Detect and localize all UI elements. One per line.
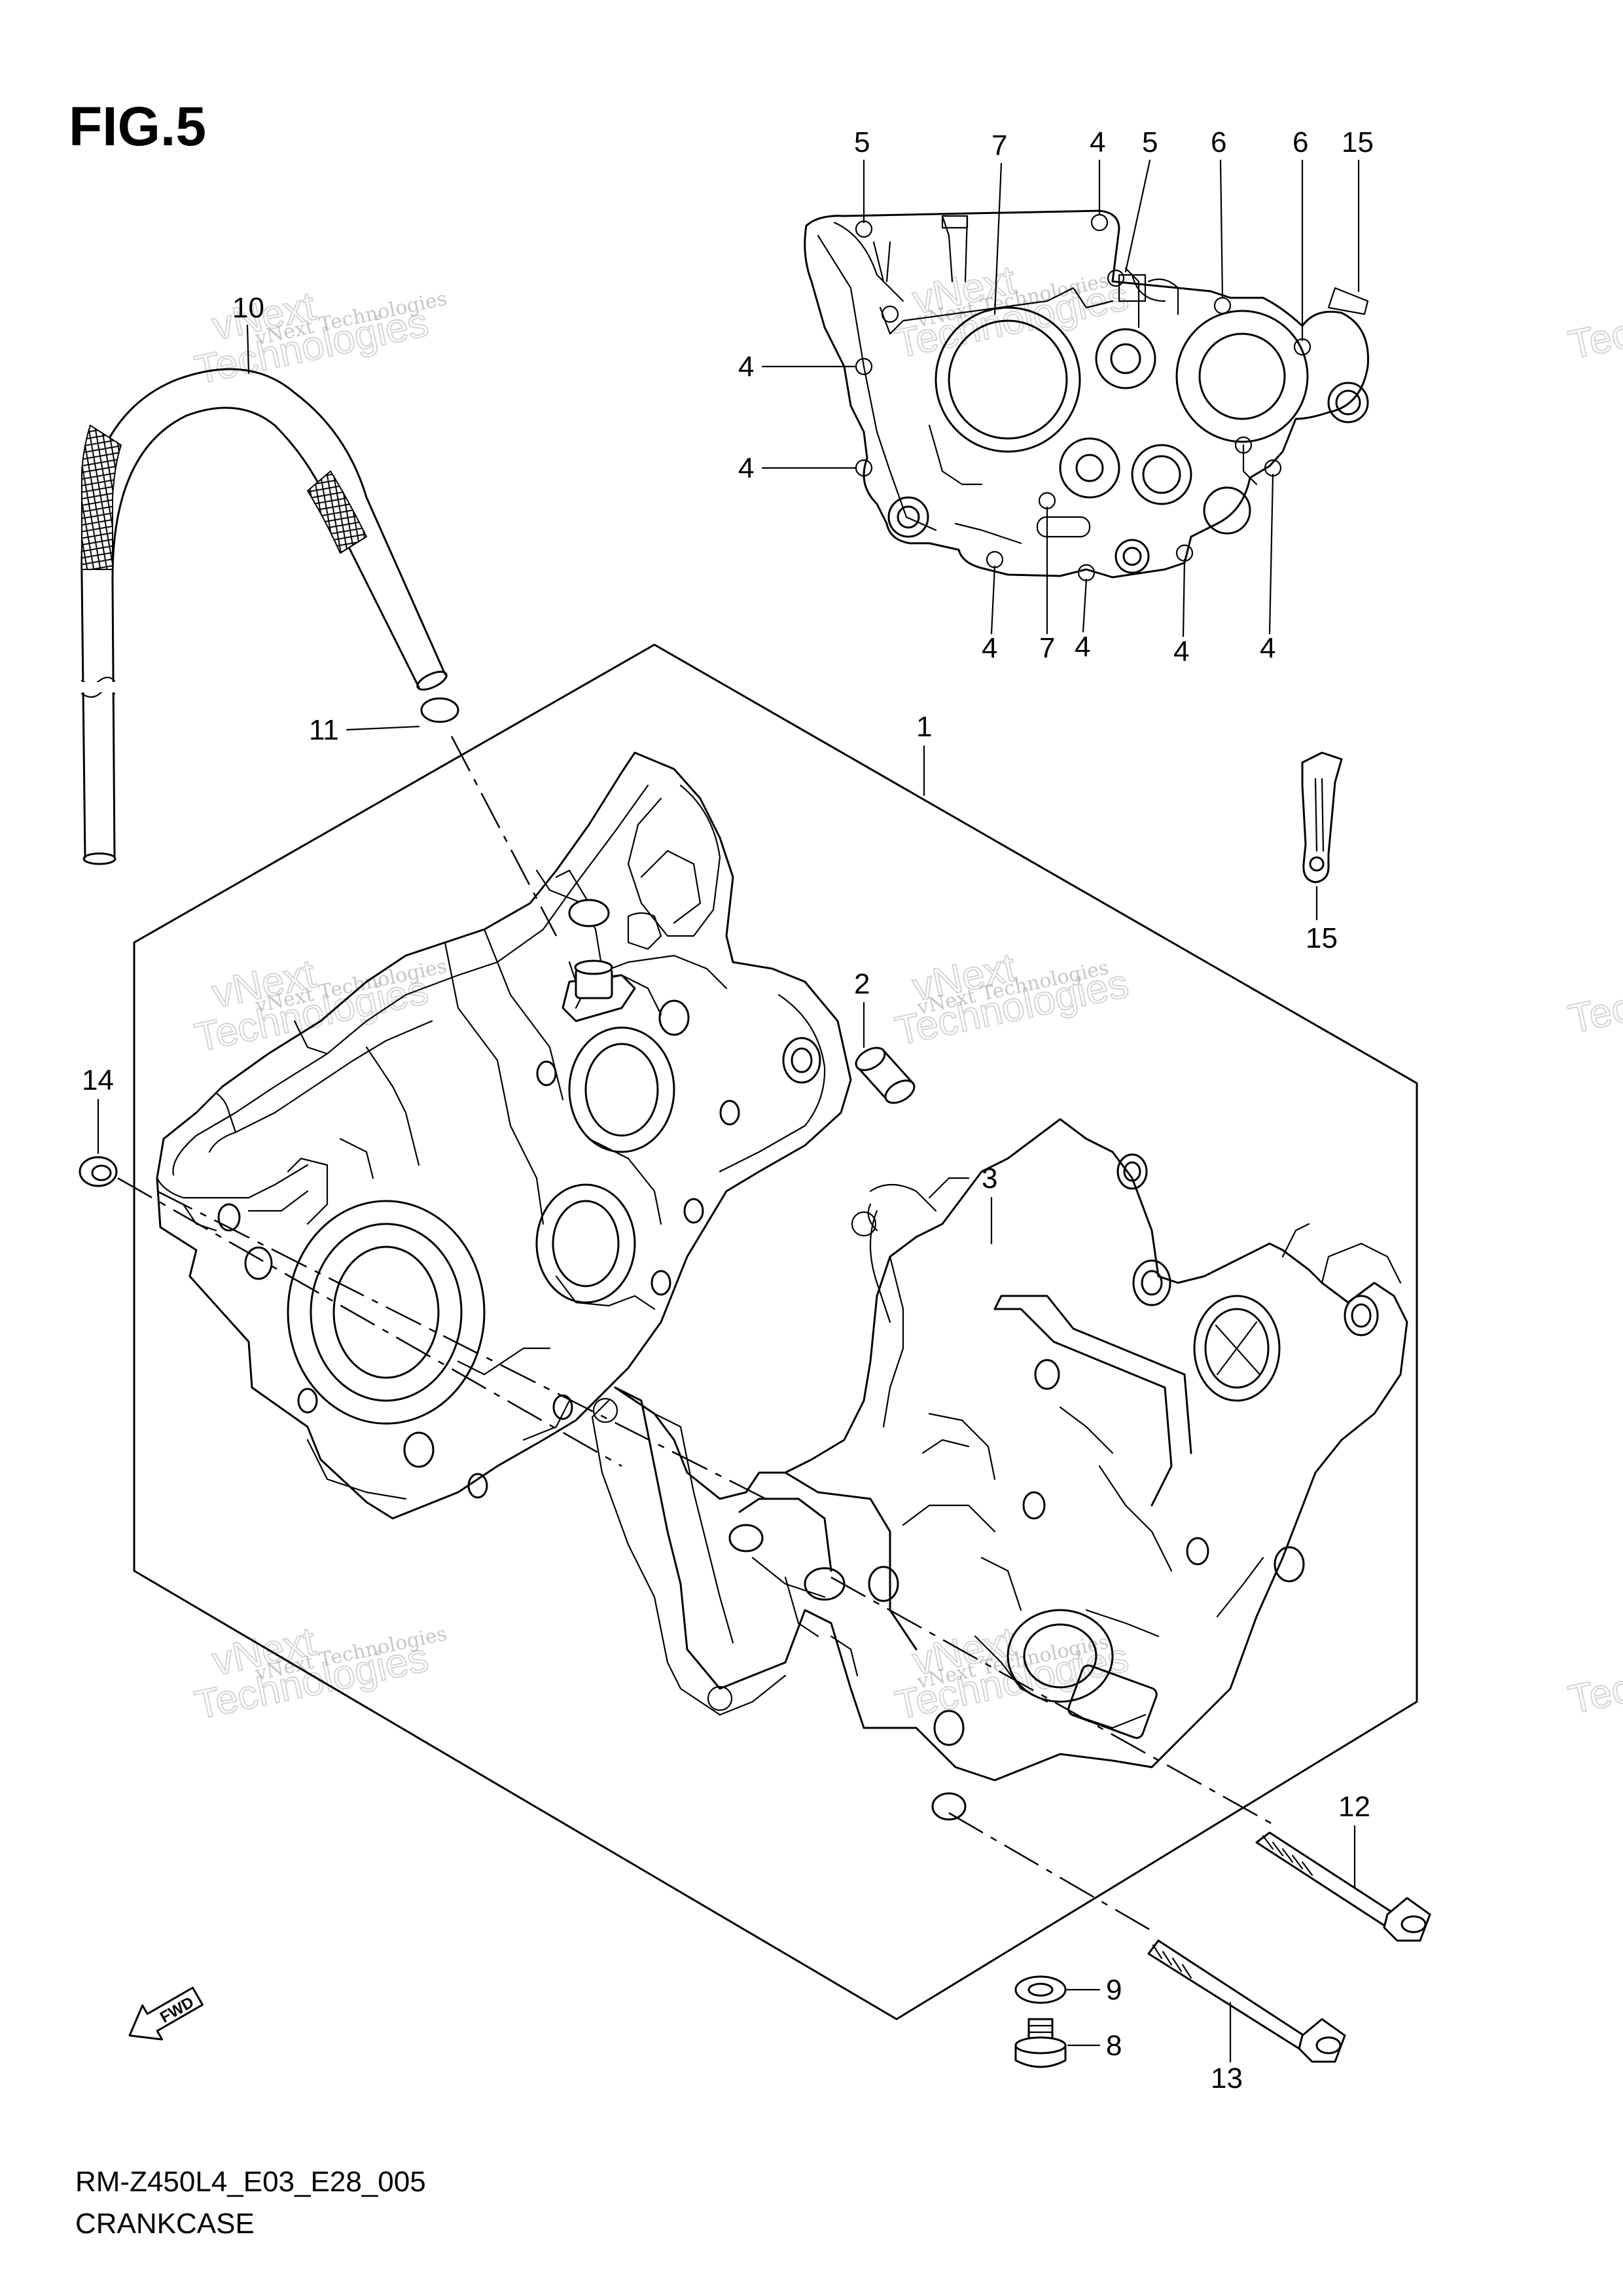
gasket-outline-view [804, 209, 1369, 582]
callout-label: 13 [1211, 2062, 1243, 2094]
callout-label: 4 [1090, 126, 1105, 158]
watermark: vNext Technologies vNext Technologies [190, 283, 449, 393]
bolt-short [1147, 1939, 1346, 2063]
figure-title: FIG.5 [69, 96, 206, 157]
callout-label: 7 [1039, 632, 1055, 664]
watermark-group: vNext Technologies vNext Technologies vN… [190, 257, 1623, 1729]
gasket-callouts: 5 7 4 5 6 6 15 4 4 4 7 4 4 4 [738, 126, 1374, 668]
hose-clip [420, 697, 459, 723]
callout-label: 4 [1075, 631, 1090, 663]
plug [79, 1156, 118, 1187]
callout-label: 4 [982, 632, 997, 664]
callout-label: 2 [854, 968, 870, 1000]
svg-text:Technologies: Technologies [1565, 949, 1623, 1043]
bracket [1301, 751, 1343, 884]
watermark: vNext Technologies vNext Technologies [891, 257, 1133, 367]
callout-label: 4 [1260, 632, 1275, 664]
right-half-gasket-edge [591, 1177, 970, 1716]
watermark: Technologies [1564, 274, 1623, 369]
callout-label: 4 [738, 452, 754, 484]
watermark: Technologies [1564, 1629, 1623, 1724]
dowel-pin [855, 1047, 916, 1104]
callout-label: 6 [1211, 126, 1226, 158]
callout-label: 8 [1106, 2030, 1122, 2062]
callout-label: 14 [82, 1064, 114, 1096]
callout-label: 5 [1142, 126, 1158, 158]
callout-label: 11 [309, 714, 339, 746]
watermark: Technologies [1564, 948, 1623, 1043]
callout-label: 15 [1342, 126, 1374, 158]
callout-label: 6 [1293, 126, 1308, 158]
callout-label: 12 [1338, 1791, 1370, 1823]
figure-caption: CRANKCASE [75, 2208, 255, 2240]
assembly-frame [133, 643, 1418, 2020]
watermark: vNext Technologies vNext Technologies [190, 1618, 449, 1729]
callout-label: 1 [916, 711, 932, 743]
callout-label: 3 [982, 1162, 997, 1194]
watermark: vNext Technologies vNext Technologies [891, 944, 1133, 1054]
callout-label: 5 [854, 126, 870, 158]
callout-label: 7 [991, 130, 1007, 162]
callout-label: 4 [738, 351, 754, 383]
bolt-long [1255, 1831, 1431, 1942]
callout-label: 10 [232, 292, 264, 324]
figure-code: RM-Z450L4_E03_E28_005 [75, 2166, 426, 2198]
right-crankcase-half [614, 1118, 1408, 1821]
svg-text:Technologies: Technologies [1565, 275, 1623, 368]
callout-label: 4 [1173, 636, 1189, 668]
svg-text:Technologies: Technologies [1565, 1630, 1623, 1723]
callout-label: 9 [1106, 1974, 1122, 2006]
fwd-arrow-icon: FWD [128, 1986, 204, 2041]
callout-label: 15 [1306, 922, 1338, 954]
drain-bolt [1014, 2018, 1067, 2068]
breather-hose [72, 368, 448, 865]
washer [1014, 1975, 1067, 2004]
left-crankcase-half [156, 751, 852, 1520]
